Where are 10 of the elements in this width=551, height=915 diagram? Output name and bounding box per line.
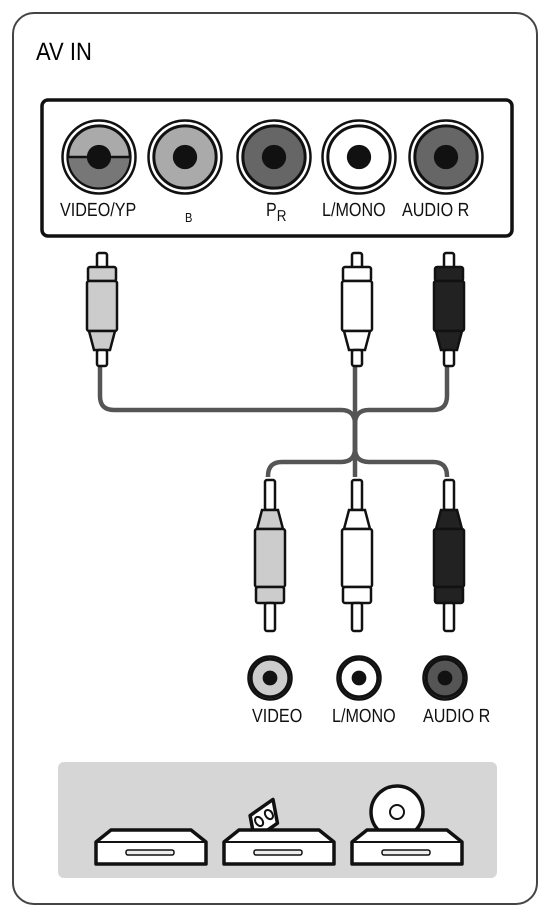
jack-label: AUDIO R <box>423 706 490 728</box>
panel-heading: AV IN <box>36 38 92 67</box>
jack-label: L/MONO <box>332 706 396 728</box>
jack-label: P$_{R}$ <box>266 200 286 226</box>
jack-label: VIDEO/YP <box>60 200 136 222</box>
jack-label: L/MONO <box>322 200 386 222</box>
jack-label: AUDIO R <box>402 200 470 222</box>
jack-label: B <box>185 210 192 225</box>
jack-label: VIDEO <box>252 706 302 728</box>
panel-card <box>12 12 538 905</box>
